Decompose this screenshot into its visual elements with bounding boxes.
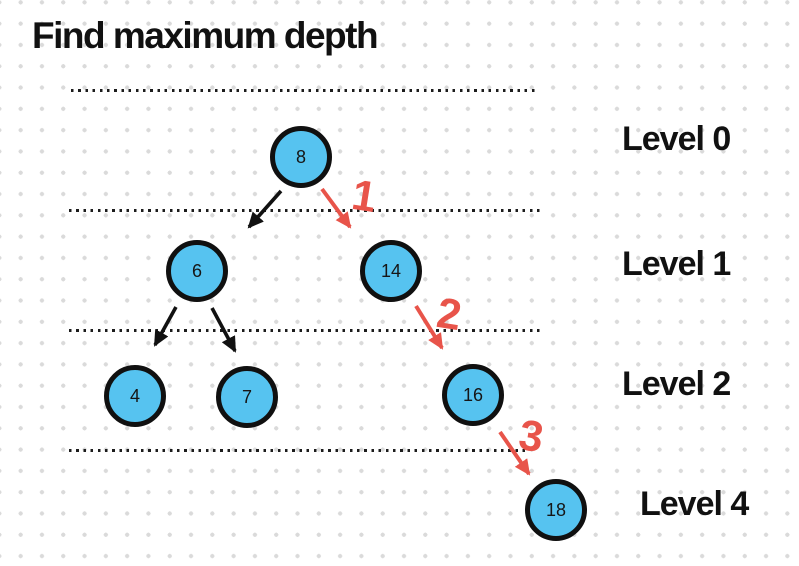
level-separator-2 xyxy=(69,329,540,332)
tree-node-8: 8 xyxy=(270,126,332,188)
step-1-label: 1 xyxy=(348,170,380,223)
edge-8-14-arrow xyxy=(320,187,352,229)
level-separator-3 xyxy=(69,449,525,452)
level-separator-1 xyxy=(69,209,540,212)
tree-node-6: 6 xyxy=(166,240,228,302)
tree-node-7: 7 xyxy=(216,366,278,428)
level-separator-0 xyxy=(71,89,537,92)
tree-node-4: 4 xyxy=(104,365,166,427)
node-value: 6 xyxy=(191,261,202,281)
node-value: 4 xyxy=(129,386,140,406)
tree-node-14: 14 xyxy=(360,240,422,302)
node-value: 14 xyxy=(380,261,402,281)
node-value: 18 xyxy=(545,500,567,520)
level-label-0: Level 0 xyxy=(622,120,731,158)
level-label-3: Level 4 xyxy=(640,485,749,523)
step-3-label: 3 xyxy=(515,410,547,463)
node-value: 8 xyxy=(295,147,306,167)
tree-node-18: 18 xyxy=(525,479,587,541)
edge-6-4-arrow xyxy=(153,306,178,347)
node-value: 7 xyxy=(241,387,252,407)
level-label-2: Level 2 xyxy=(622,365,731,403)
page-title: Find maximum depth xyxy=(32,15,379,56)
node-value: 16 xyxy=(462,385,484,405)
level-label-1: Level 1 xyxy=(622,245,731,283)
tree-node-16: 16 xyxy=(442,364,504,426)
